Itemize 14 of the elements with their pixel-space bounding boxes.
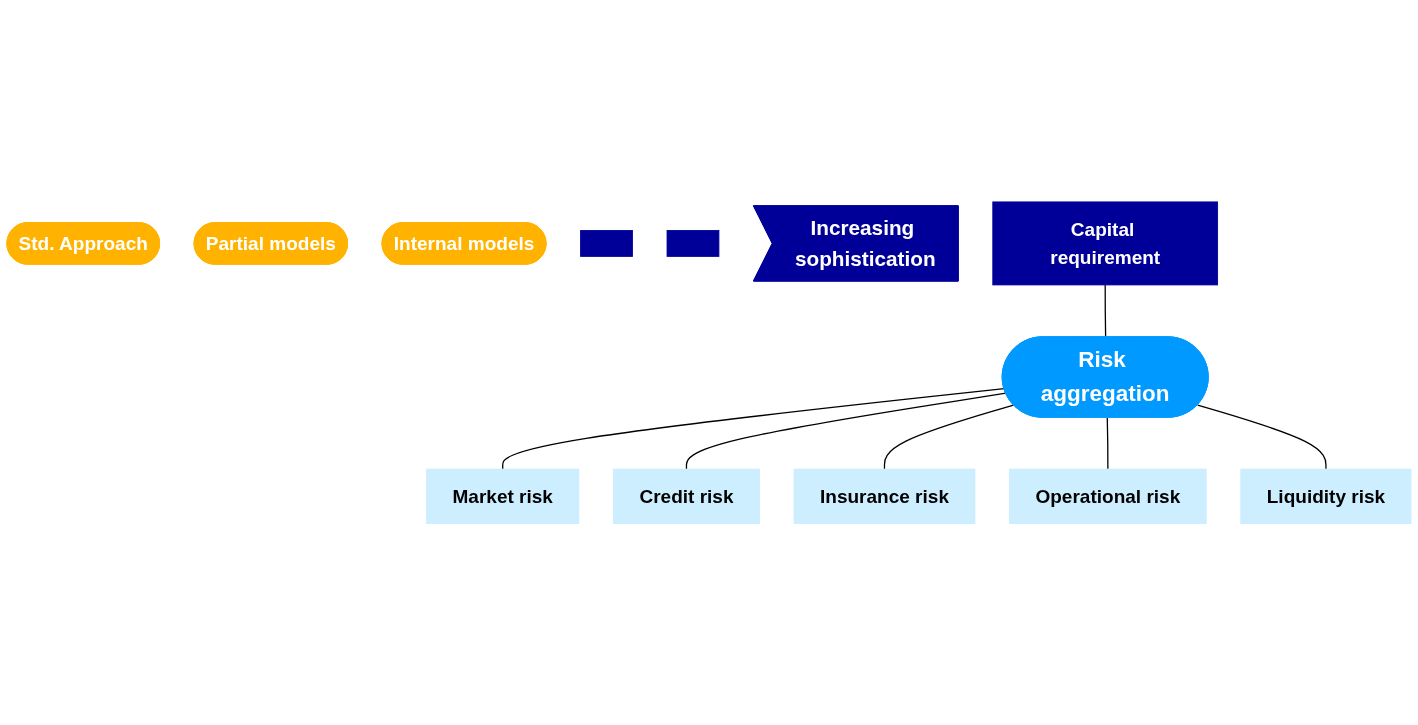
node-box: Insurance risk <box>793 468 976 524</box>
node-box <box>666 229 720 257</box>
node-box: Credit risk <box>613 468 760 524</box>
node-box: Capital requirement <box>992 201 1219 286</box>
node-box <box>580 229 633 257</box>
connector <box>1106 416 1109 470</box>
connector <box>1197 404 1327 470</box>
node-box: Market risk <box>426 468 580 524</box>
node-box: Operational risk <box>1009 468 1207 524</box>
connector <box>883 404 1015 470</box>
connector <box>685 392 1007 470</box>
connector <box>502 387 1005 470</box>
node-box: Liquidity risk <box>1240 468 1412 524</box>
connector <box>1104 284 1107 338</box>
